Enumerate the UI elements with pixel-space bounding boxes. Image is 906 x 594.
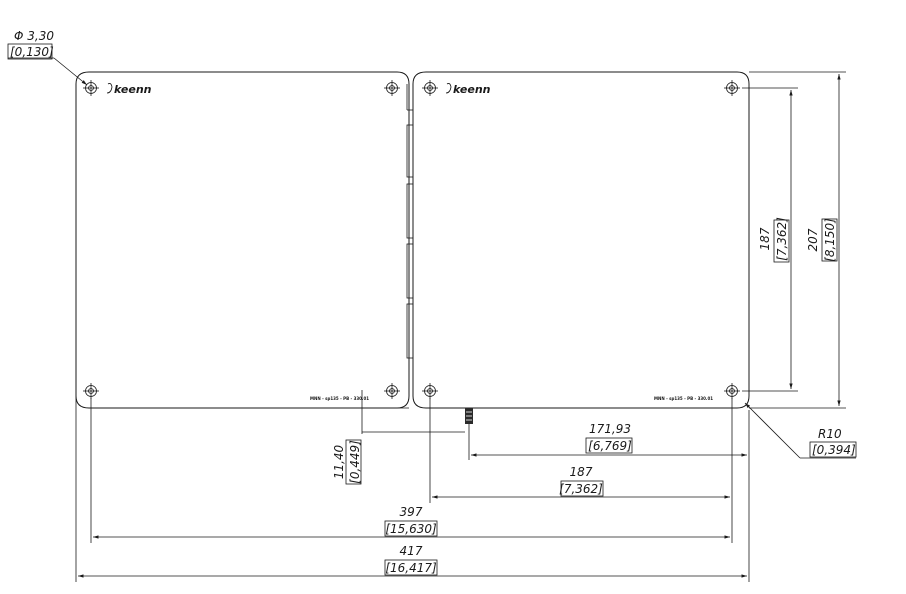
svg-text:[16,417]: [16,417] (385, 561, 437, 575)
svg-text:[7,362]: [7,362] (559, 482, 603, 496)
mounting-hole (82, 79, 100, 97)
mounting-hole (723, 79, 741, 97)
svg-text:187: 187 (570, 465, 593, 479)
mounting-hole (421, 79, 439, 97)
svg-text:[0,449]: [0,449] (348, 440, 362, 484)
svg-text:11,40: 11,40 (332, 444, 346, 479)
dim-height: 207 [8,150] (749, 71, 846, 409)
dim-total-width: 417 [16,417] (75, 396, 747, 582)
mounting-hole (383, 79, 401, 97)
svg-text:187: 187 (758, 227, 772, 250)
mounting-hole (383, 382, 401, 400)
right-panel: keenn MNN - sp135 - PB - 330.01 (412, 71, 750, 409)
mounting-hole (723, 382, 741, 400)
inch-brackets (7, 43, 857, 576)
svg-text:417: 417 (400, 544, 423, 558)
dim-hole-pitch-horizontal: 187 [7,362] (429, 398, 733, 543)
svg-text:[7,362]: [7,362] (775, 217, 789, 261)
svg-text:397: 397 (400, 505, 423, 519)
part-label: MNN - sp135 - PB - 330.01 (654, 396, 713, 401)
brand-logo: keenn (106, 83, 152, 96)
svg-text:[0,130]: [0,130] (10, 45, 54, 59)
dim-outer-holes: 397 [15,630] (90, 398, 730, 543)
dim-connector-offset: 171,93 [6,769] (468, 410, 750, 582)
svg-text:[15,630]: [15,630] (385, 522, 437, 536)
dim-hole-pitch-vertical: 187 [7,362] (742, 87, 798, 392)
mounting-hole (421, 382, 439, 400)
brand-logo: keenn (445, 83, 491, 96)
svg-text:171,93: 171,93 (589, 422, 631, 436)
corner-radius-callout: R10 [0,394] (744, 402, 856, 459)
hole-diameter-callout: Φ 3,30 [0,130] (8, 29, 88, 86)
dim-connector-depth: 11,40 [0,449] (332, 390, 465, 484)
connector (465, 408, 473, 424)
part-label: MNN - sp135 - PB - 330.01 (310, 396, 369, 401)
svg-text:Φ 3,30: Φ 3,30 (14, 29, 54, 43)
svg-text:R10: R10 (818, 427, 842, 441)
svg-text:[0,394]: [0,394] (812, 443, 856, 457)
svg-text:keenn: keenn (453, 83, 491, 96)
svg-text:keenn: keenn (114, 83, 152, 96)
slot-strip (406, 84, 414, 359)
svg-text:[8,150]: [8,150] (823, 218, 837, 262)
left-panel: keenn MNN - sp135 - PB - 330.01 (75, 71, 410, 409)
mounting-hole (82, 382, 100, 400)
svg-text:[6,769]: [6,769] (588, 439, 632, 453)
svg-text:207: 207 (806, 228, 820, 251)
